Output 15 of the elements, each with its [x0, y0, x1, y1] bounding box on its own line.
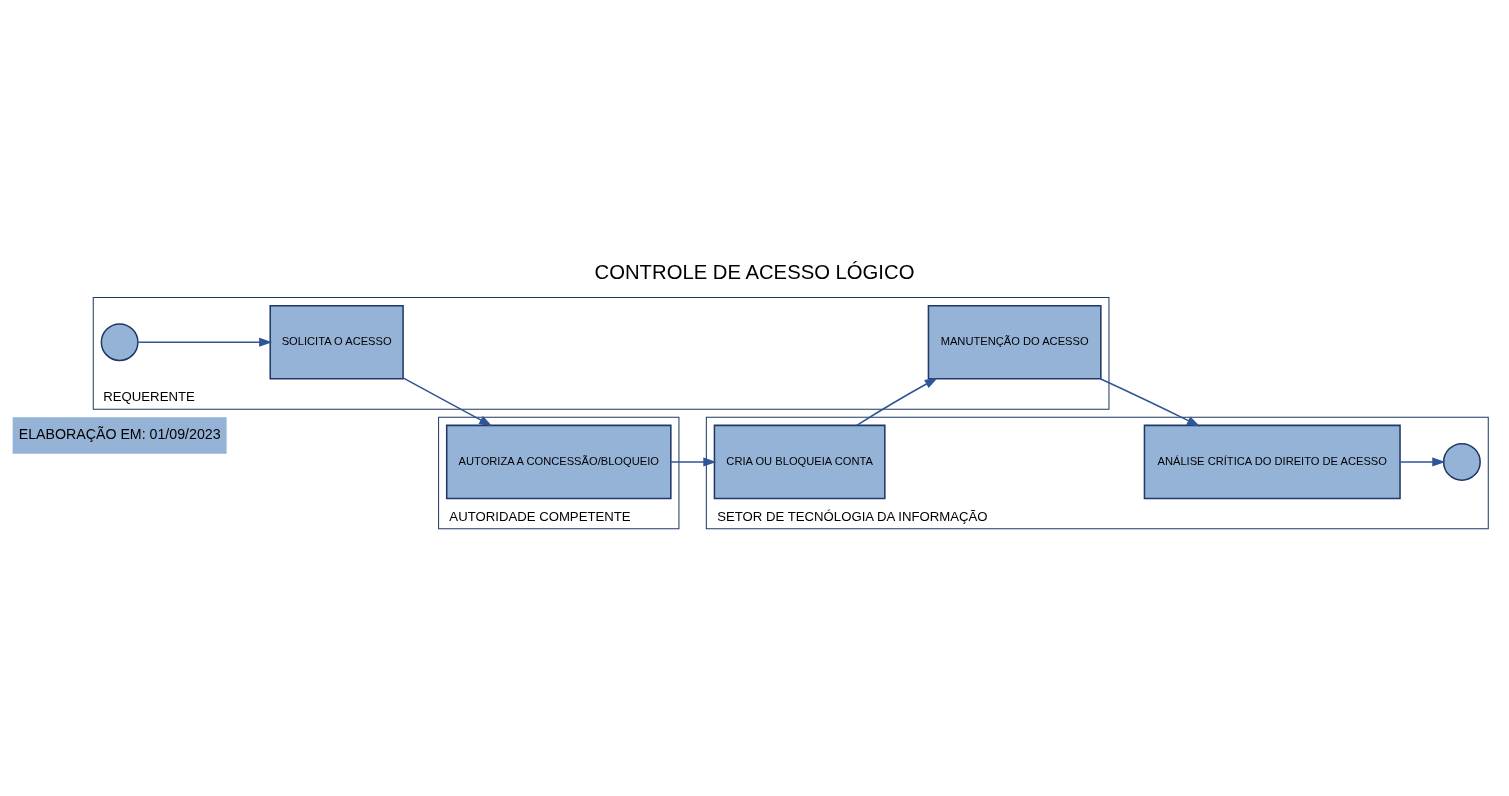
arrow [137, 337, 273, 347]
node-box: SOLICITA O ACESSO [269, 304, 404, 380]
node-box: ANÁLISE CRÍTICA DO DIREITO DE ACESSO [1143, 424, 1401, 500]
node-circle [100, 323, 139, 362]
node-circle [1442, 442, 1481, 481]
arrow [402, 377, 493, 427]
node-box: CRIA OU BLOQUEIA CONTA [713, 424, 886, 500]
label: ELABORAÇÃO EM: 01/09/2023 [18, 426, 221, 443]
arrow [1099, 378, 1201, 427]
node-box: MANUTENÇÃO DO ACESSO [927, 304, 1102, 380]
arrow [856, 377, 938, 427]
node-box: AUTORIZA A CONCESSÃO/BLOQUEIO [445, 424, 672, 500]
arrow [670, 457, 717, 467]
diagram-title: CONTROLE DE ACESSO LÓGICO [594, 261, 915, 284]
arrow [1399, 457, 1446, 467]
